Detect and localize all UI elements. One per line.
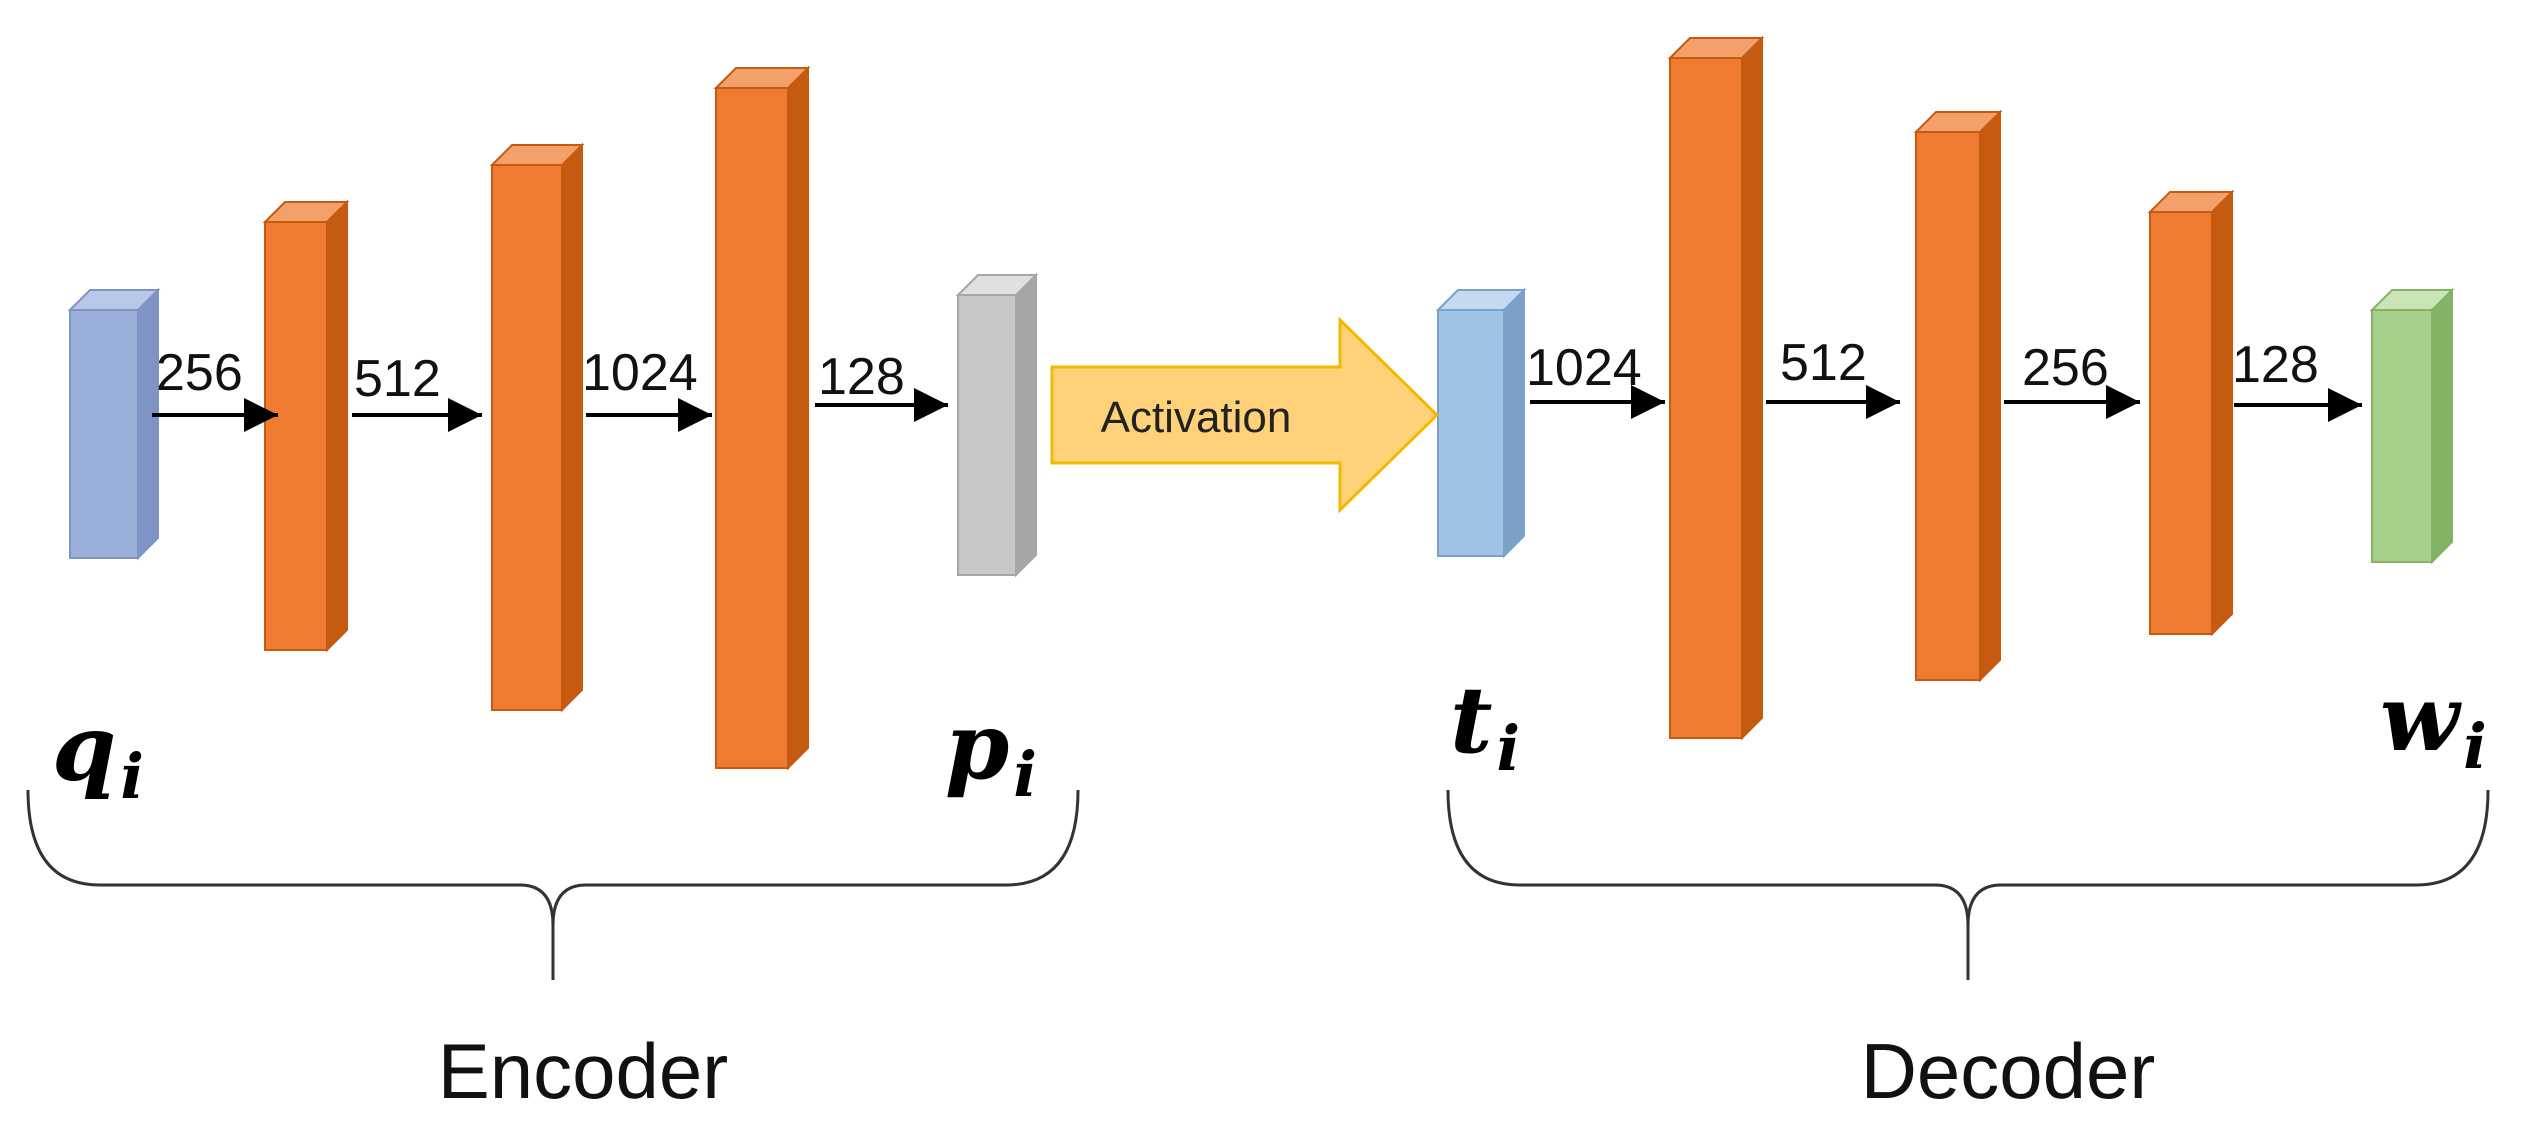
encoder-hidden-block-3-top (713, 67, 811, 89)
encoder-hidden-block-1 (262, 199, 350, 653)
activation-arrow-shape (1050, 316, 1440, 514)
encoder-input-block (67, 287, 161, 561)
encoder-hidden-block-2-top (489, 144, 585, 166)
decoder-hidden-block-2 (1913, 109, 2003, 683)
decoder-hidden-block-1-top (1667, 37, 1765, 59)
decoder-input-block-front (1437, 309, 1505, 557)
decoder-hidden-block-2-front (1915, 131, 1981, 681)
encoder-dim-label-1: 256 (156, 344, 243, 402)
encoder-hidden-block-2-side (561, 142, 583, 713)
decoder-output-block-top (2369, 289, 2455, 311)
encoder-hidden-block-3-side (787, 65, 809, 771)
decoder-output-variable: wi (2380, 664, 2487, 783)
encoder-input-block-side (137, 287, 159, 561)
encoder-latent-block (955, 272, 1039, 578)
encoder-dim-labels: 256 512 1024 128 (156, 344, 905, 408)
encoder-dim-label-3: 1024 (582, 344, 698, 402)
layer-blocks (67, 35, 2455, 771)
encoder-input-variable: qi (52, 694, 144, 813)
connection-arrows (152, 385, 2362, 432)
decoder-dim-label-1: 1024 (1526, 339, 1642, 397)
decoder-input-block-side (1503, 287, 1525, 559)
encoder-output-variable: pi (945, 692, 1037, 811)
encoder-hidden-block-1-top (262, 201, 350, 223)
encoder-label: Encoder (438, 1027, 729, 1115)
encoder-dim-label-4: 128 (818, 348, 905, 406)
decoder-hidden-block-1-front (1669, 57, 1743, 739)
decoder-brace (1446, 789, 2490, 980)
encoder-dim-label-2: 512 (354, 350, 441, 408)
decoder-input-variable: ti (1450, 666, 1520, 785)
encoder-latent-block-front (957, 294, 1017, 576)
encoder-hidden-block-1-front (264, 221, 328, 651)
decoder-input-block-top (1435, 289, 1527, 311)
encoder-hidden-block-2-front (491, 164, 563, 711)
decoder-output-block (2369, 287, 2455, 565)
encoder-hidden-block-3-front (715, 87, 789, 769)
decoder-dim-labels: 1024 512 256 128 (1526, 334, 2319, 397)
encoder-hidden-block-1-side (326, 199, 348, 653)
encoder-input-block-top (67, 289, 161, 311)
encoder-input-block-front (69, 309, 139, 559)
encoder-latent-block-top (955, 274, 1039, 296)
decoder-output-block-side (2431, 287, 2453, 565)
encoder-latent-block-side (1015, 272, 1037, 578)
encoder-hidden-block-3 (713, 65, 811, 771)
encoder-brace (26, 789, 1080, 980)
decoder-label: Decoder (1861, 1027, 2156, 1115)
decoder-hidden-block-1 (1667, 35, 1765, 741)
decoder-output-block-front (2371, 309, 2433, 563)
decoder-hidden-block-3-front (2149, 211, 2213, 635)
decoder-hidden-block-1-side (1741, 35, 1763, 741)
decoder-hidden-block-3 (2147, 189, 2235, 637)
decoder-input-block (1435, 287, 1527, 559)
activation-arrow: Activation (1050, 316, 1440, 514)
decoder-dim-label-4: 128 (2232, 336, 2319, 394)
decoder-hidden-block-2-side (1979, 109, 2001, 683)
decoder-dim-label-3: 256 (2022, 339, 2109, 397)
decoder-dim-label-2: 512 (1780, 334, 1867, 392)
decoder-hidden-block-2-top (1913, 111, 2003, 133)
decoder-hidden-block-3-top (2147, 191, 2235, 213)
activation-label: Activation (1101, 393, 1292, 442)
encoder-hidden-block-2 (489, 142, 585, 713)
decoder-hidden-block-3-side (2211, 189, 2233, 637)
